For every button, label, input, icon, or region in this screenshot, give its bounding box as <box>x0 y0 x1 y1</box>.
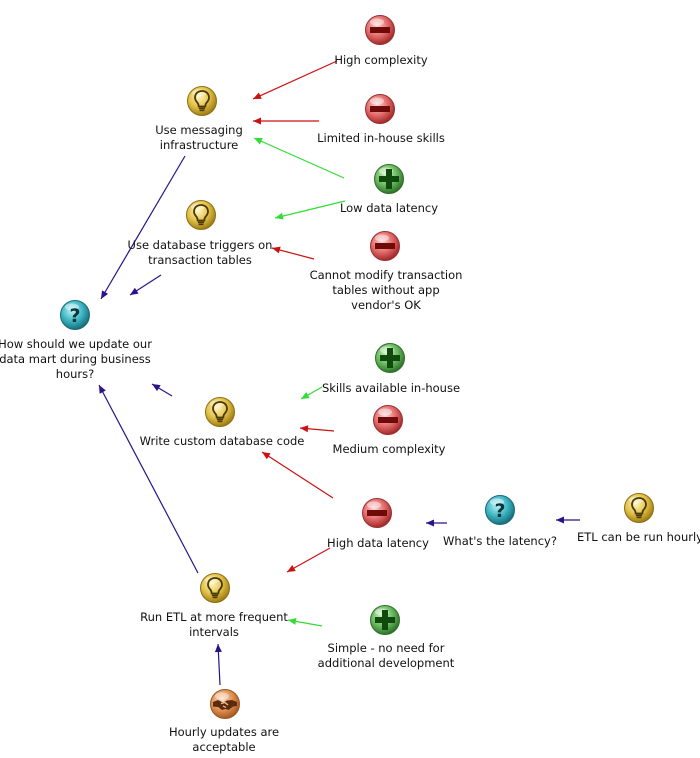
arrowhead <box>99 385 106 394</box>
question-icon: ? <box>484 494 516 526</box>
arrowhead <box>301 391 310 399</box>
lightbulb-icon <box>185 199 217 231</box>
node-label: High complexity <box>334 52 428 67</box>
node-label: Simple - no need for additional developm… <box>317 641 455 670</box>
link-pro-pro_low_latency-to-idea_triggers <box>274 200 346 220</box>
node-label: Hourly updates are acceptable <box>168 725 280 754</box>
node-label: ETL can be run hourly <box>576 529 700 544</box>
lightbulb-icon <box>186 85 218 117</box>
link-con-con_high_latency-to-idea_run_etl <box>286 547 331 573</box>
arrowhead <box>130 287 139 295</box>
link-response-idea_run_etl-to-question_main <box>98 384 199 574</box>
link-pro-pro_skills_available-to-idea_custom_code <box>300 386 323 400</box>
lightbulb-icon <box>199 572 231 604</box>
link-con-con_cannot_modify-to-idea_triggers <box>271 246 315 260</box>
link-con-con_limited_skills-to-idea_messaging <box>253 117 319 125</box>
arrowhead <box>253 92 262 99</box>
link-response-idea_etl_hourly-to-question_latency <box>556 516 580 524</box>
node-label: Run ETL at more frequent intervals <box>140 610 288 639</box>
svg-text:?: ? <box>494 500 505 522</box>
link-response-idea_triggers-to-question_main <box>129 274 162 296</box>
plus-icon <box>373 163 405 195</box>
node-label: Limited in-house skills <box>317 130 445 145</box>
arrowhead <box>556 516 564 524</box>
node-label: Medium complexity <box>332 441 446 456</box>
arrowhead <box>275 212 284 220</box>
node-label: What's the latency? <box>443 533 557 548</box>
node-label: Cannot modify transaction tables without… <box>309 267 463 312</box>
link-response-idea_custom_code-to-question_main <box>151 383 173 397</box>
arrowhead <box>287 565 296 572</box>
arrowhead <box>426 519 434 527</box>
plus-icon <box>369 604 401 636</box>
link-con-con_medium_complexity-to-idea_custom_code <box>299 425 335 433</box>
minus-icon <box>372 404 404 436</box>
node-label: Write custom database code <box>139 433 305 448</box>
node-label: Use database triggers on transaction tab… <box>127 238 273 267</box>
link-response-idea_messaging-to-question_main <box>100 155 186 300</box>
link-response-decision_hourly_ok-to-idea_run_etl <box>214 643 222 686</box>
minus-icon <box>364 14 396 46</box>
lightbulb-icon <box>623 492 655 524</box>
arrowhead <box>254 138 263 145</box>
link-response-question_latency-to-con_high_latency <box>426 519 447 527</box>
question-icon: ? <box>59 299 91 331</box>
arrowhead <box>214 644 222 653</box>
node-label: Use messaging infrastructure <box>155 123 243 152</box>
minus-icon <box>369 230 401 262</box>
svg-text:?: ? <box>69 305 80 327</box>
arrowhead <box>262 452 271 460</box>
node-label: How should we update our data mart durin… <box>0 336 152 381</box>
arrowhead <box>272 246 281 254</box>
link-con-con_high_latency-to-idea_custom_code <box>261 451 334 499</box>
link-con-con_high_complexity-to-idea_messaging <box>252 60 338 100</box>
handshake-icon <box>209 688 241 720</box>
node-label: Low data latency <box>339 200 439 215</box>
arrowhead <box>288 617 297 625</box>
minus-icon <box>361 497 393 529</box>
link-pro-pro_low_latency-to-idea_messaging <box>253 137 345 179</box>
arrowhead <box>253 117 261 125</box>
minus-icon <box>364 93 396 125</box>
arrowhead <box>152 384 161 392</box>
link-pro-pro_simple-to-idea_run_etl <box>287 617 323 627</box>
plus-icon <box>374 342 406 374</box>
node-label: Skills available in-house <box>321 380 461 395</box>
lightbulb-icon <box>204 396 236 428</box>
arrowhead <box>300 425 309 433</box>
arrowhead <box>101 290 109 299</box>
node-label: High data latency <box>327 535 429 550</box>
